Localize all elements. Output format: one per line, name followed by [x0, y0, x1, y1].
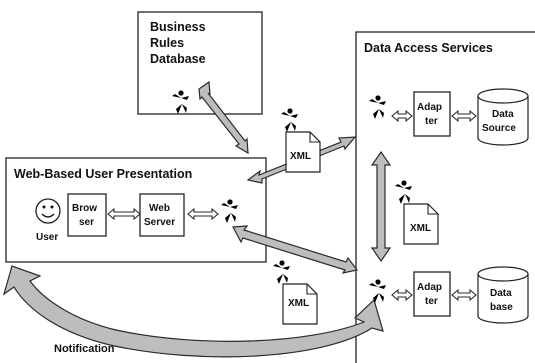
arrow-vertical-data-access	[370, 150, 392, 263]
browser-label-line2: ser	[79, 217, 94, 228]
web-server-label-line2: Server	[144, 217, 175, 228]
xml-document-icon-3: XML	[282, 283, 318, 325]
small-arrow-agent-adapter-top	[391, 109, 413, 123]
adapter-top-label-line2: ter	[425, 116, 438, 127]
user-smiley-icon	[35, 198, 61, 224]
small-arrow-browser-webserver	[107, 207, 141, 221]
notification-arrow	[2, 265, 384, 358]
small-arrow-adapter-datasource	[451, 109, 477, 123]
database-label-line1: Data	[490, 288, 512, 299]
small-arrow-adapter-database	[451, 288, 477, 302]
xml-label-3: XML	[288, 298, 309, 309]
data-source-label-line2: Source	[482, 123, 516, 134]
adapter-top-label-line1: Adap	[417, 102, 442, 113]
xml-document-icon-1: XML	[285, 131, 321, 173]
adapter-bottom-label-line2: ter	[425, 296, 438, 307]
agent-icon-xml	[281, 108, 298, 132]
database-label-line2: base	[490, 302, 513, 313]
arrow-agent-to-database	[232, 225, 359, 274]
web-server-label-line1: Web	[149, 203, 170, 214]
xml-label-1: XML	[290, 151, 311, 162]
business-rules-label-line1: Business	[150, 20, 206, 34]
notification-label: Notification	[54, 343, 115, 355]
user-label: User	[36, 232, 58, 243]
data-access-services-label: Data Access Services	[364, 41, 493, 55]
database-cylinder-icon: Data base	[477, 266, 529, 324]
web-presentation-label: Web-Based User Presentation	[14, 167, 192, 181]
xml-label-2: XML	[410, 223, 431, 234]
browser-label-line1: Brow	[72, 203, 97, 214]
data-source-label-line1: Data	[492, 109, 514, 120]
adapter-top-box: Adap ter	[413, 91, 451, 137]
business-rules-label-line2: Rules	[150, 36, 184, 50]
small-arrow-webserver-agent	[187, 207, 219, 221]
browser-box: Brow ser	[67, 193, 107, 237]
agent-icon-bottom-xml	[273, 260, 290, 284]
arrow-business-to-web	[198, 80, 249, 155]
xml-document-icon-2: XML	[403, 203, 439, 245]
adapter-bottom-box: Adap ter	[413, 271, 451, 317]
business-rules-label-line3: Database	[150, 52, 206, 66]
small-arrow-agent-adapter-bottom	[391, 288, 413, 302]
web-server-box: Web Server	[139, 193, 185, 237]
data-source-cylinder-icon: Data Source	[477, 88, 529, 146]
adapter-bottom-label-line1: Adap	[417, 282, 442, 293]
